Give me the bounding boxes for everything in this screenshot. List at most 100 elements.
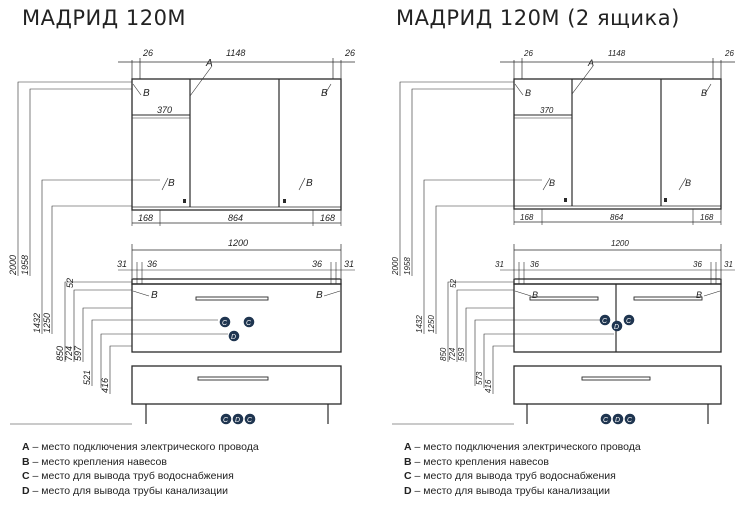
dim-label-vertical: 2000: [8, 255, 18, 276]
mirror-cabinet: [131, 78, 342, 211]
dim-label: 26: [523, 49, 533, 58]
water-outlet-marker: [600, 413, 612, 425]
dim-label: 864: [610, 213, 624, 222]
marker-b-label: B: [316, 290, 323, 301]
dim-label: 36: [147, 259, 157, 269]
marker-d-label: D: [235, 417, 240, 424]
countertop: [131, 278, 342, 285]
legend-row-d: D – место для вывода трубы канализации: [22, 484, 229, 497]
dim-label: 168: [520, 213, 534, 222]
marker-c-label: C: [246, 320, 252, 327]
dim-label-vertical: 597: [73, 345, 83, 361]
vanity-lower-drawer: [131, 365, 342, 405]
legend-row-a: A – место подключения электрического про…: [404, 441, 641, 453]
dim-label-vertical: 1958: [403, 257, 412, 275]
dim-label-vertical: 1432: [415, 315, 424, 333]
dim-label-vertical: 724: [448, 347, 457, 361]
left-drawing: [10, 58, 355, 425]
dim-label-vertical: 521: [82, 370, 92, 385]
marker-d-label: D: [231, 334, 236, 341]
marker-a-label: A: [587, 58, 594, 68]
dim-label: 36: [693, 260, 702, 269]
marker-c-label: C: [223, 417, 229, 424]
marker-b-label: B: [549, 178, 555, 188]
marker-b-label: B: [525, 88, 531, 98]
mirror-cabinet: [513, 78, 722, 210]
left-labels: 26 1148 26 A B B 370 B B 168 864 168 120…: [8, 48, 355, 424]
legend-left: A – место подключения электрического про…: [22, 440, 259, 498]
marker-c-label: C: [626, 318, 632, 325]
marker-a-label: A: [205, 58, 213, 69]
dim-label: 864: [228, 213, 243, 223]
dim-label-vertical: 1250: [427, 315, 436, 333]
dim-label: 370: [157, 105, 172, 115]
dim-label: 168: [700, 213, 714, 222]
drawer-handle: [581, 376, 651, 381]
door-handle: [529, 296, 599, 301]
dim-label: 1148: [226, 48, 245, 58]
drawer-handle: [197, 376, 269, 381]
dim-label-vertical: 52: [65, 278, 75, 288]
dim-label-vertical: 573: [475, 371, 484, 385]
dim-label: 26: [344, 48, 355, 58]
water-outlet-marker: [219, 316, 231, 328]
water-outlet-marker: [624, 413, 636, 425]
marker-c-label: C: [222, 320, 228, 327]
dim-label: 31: [117, 259, 127, 269]
water-outlet-marker: [244, 413, 256, 425]
marker-c-label: C: [247, 417, 253, 424]
dim-label-vertical: 724: [64, 346, 74, 361]
dim-label-vertical: 850: [439, 347, 448, 361]
legend-row-c: C – место для вывода труб водоснабжения: [404, 470, 616, 482]
legend-row-a: A – место подключения электрического про…: [22, 441, 259, 453]
right-drawing: [392, 58, 735, 425]
marker-b-label: B: [532, 290, 538, 300]
left-markers: [219, 316, 256, 425]
marker-b-label: B: [685, 178, 691, 188]
dim-label-vertical: 416: [100, 378, 110, 393]
marker-c-label: C: [627, 417, 633, 424]
dim-label: 1200: [228, 238, 248, 248]
dim-label-vertical: 52: [449, 279, 458, 288]
drain-outlet-marker: [228, 330, 240, 342]
drain-outlet-marker: [611, 320, 623, 332]
dim-label: 36: [312, 259, 322, 269]
dim-label: 31: [495, 260, 504, 269]
dim-label: 36: [530, 260, 539, 269]
water-outlet-marker: [220, 413, 232, 425]
marker-b-label: B: [701, 88, 707, 98]
dim-label-vertical: 1958: [20, 255, 30, 275]
marker-d-label: D: [614, 324, 619, 331]
title-right: МАДРИД 120М (2 ящика): [396, 6, 680, 30]
dim-label: 370: [540, 106, 554, 115]
marker-b-label: B: [321, 88, 328, 99]
water-outlet-marker: [243, 316, 255, 328]
vanity-lower-drawer: [513, 365, 722, 405]
dim-label-vertical: 1250: [42, 313, 52, 333]
dim-label: 168: [320, 213, 335, 223]
legend-row-b: B – место крепления навесов: [404, 455, 549, 468]
dim-label-vertical: 416: [484, 379, 493, 393]
water-outlet-marker: [599, 314, 611, 326]
dim-2000: [17, 81, 132, 276]
drain-outlet-marker: [232, 413, 244, 425]
marker-b-label: B: [306, 178, 313, 189]
legend-row-b: B – место крепления навесов: [22, 455, 167, 468]
dim-label: 31: [724, 260, 733, 269]
marker-c-label: C: [602, 318, 608, 325]
title-left: МАДРИД 120М: [22, 6, 187, 30]
dim-label-vertical: 1432: [32, 313, 42, 333]
marker-b-label: B: [168, 178, 175, 189]
drawer-handle: [195, 296, 269, 301]
marker-b-label: B: [151, 290, 158, 301]
marker-b-label: B: [143, 88, 150, 99]
legend-right: A – место подключения электрического про…: [404, 440, 641, 498]
dim-label: 26: [724, 49, 734, 58]
door-handle: [633, 296, 703, 301]
vanity-upper-drawer: [131, 283, 342, 353]
dim-label-vertical: 593: [457, 347, 466, 361]
dim-label: 26: [142, 48, 153, 58]
drain-outlet-marker: [612, 413, 624, 425]
dim-label: 168: [138, 213, 153, 223]
legend-row-d: D – место для вывода трубы канализации: [404, 484, 611, 497]
